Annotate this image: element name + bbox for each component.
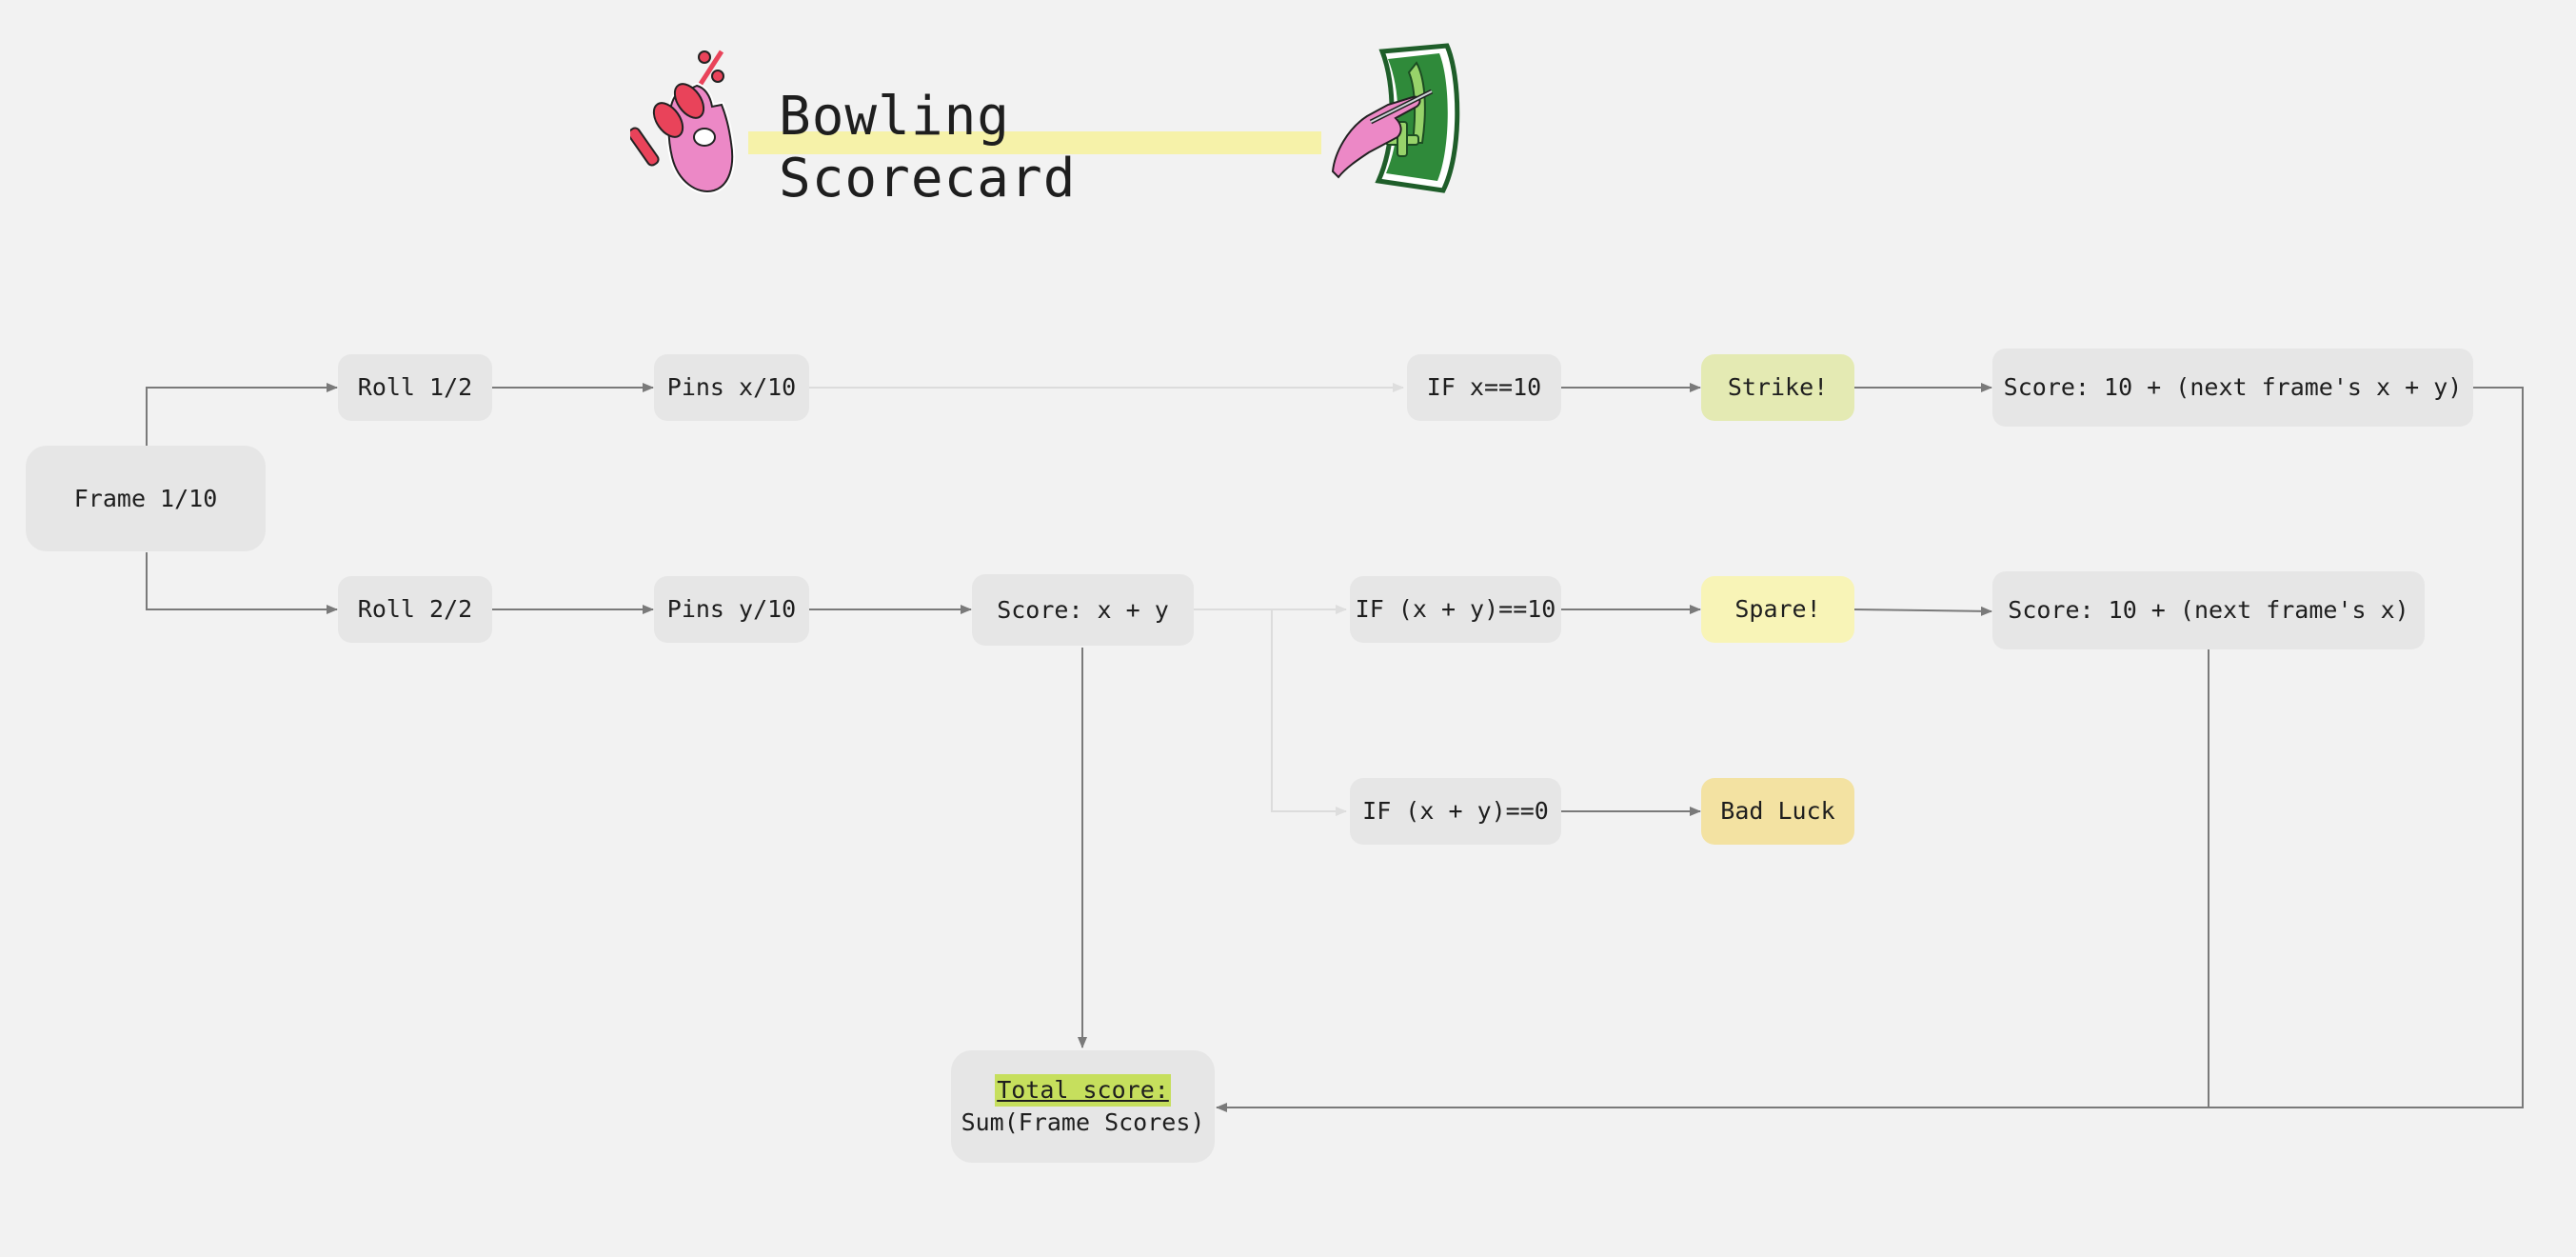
edge-frame-roll2 <box>146 552 338 614</box>
frame-node: Frame 1/10 <box>26 446 266 551</box>
edge-strike-total <box>1216 387 2524 1112</box>
title-highlight <box>748 131 1321 154</box>
roll-1-node: Roll 1/2 <box>338 354 492 421</box>
if-spare-node: IF (x + y)==10 <box>1350 576 1561 643</box>
title-block: Bowling Scorecard <box>748 80 1321 210</box>
total-score-formula: Sum(Frame Scores) <box>961 1108 1205 1136</box>
roll-2-node: Roll 2/2 <box>338 576 492 643</box>
pins-x-node: Pins x/10 <box>654 354 809 421</box>
hundred-percent-ok-hand-icon <box>630 50 736 194</box>
total-score-node: Total score: Sum(Frame Scores) <box>951 1050 1215 1163</box>
page-title: Bowling Scorecard <box>779 86 1077 210</box>
if-zero-node: IF (x + y)==0 <box>1350 778 1561 845</box>
if-strike-node: IF x==10 <box>1407 354 1561 421</box>
score-x-plus-y-node: Score: x + y <box>972 574 1194 646</box>
edge-score-if-zero <box>1271 609 1347 816</box>
total-score-label: Total score: <box>995 1074 1171 1107</box>
hand-writing-plus-one-icon <box>1331 43 1460 193</box>
score-spare-node: Score: 10 + (next frame's x) <box>1992 571 2425 649</box>
strike-node: Strike! <box>1701 354 1854 421</box>
pins-y-node: Pins y/10 <box>654 576 809 643</box>
bad-luck-node: Bad Luck <box>1701 778 1854 845</box>
score-strike-node: Score: 10 + (next frame's x + y) <box>1992 349 2473 427</box>
spare-node: Spare! <box>1701 576 1854 643</box>
edge-spare-score <box>1853 606 1992 616</box>
edge-frame-roll1 <box>146 383 338 446</box>
